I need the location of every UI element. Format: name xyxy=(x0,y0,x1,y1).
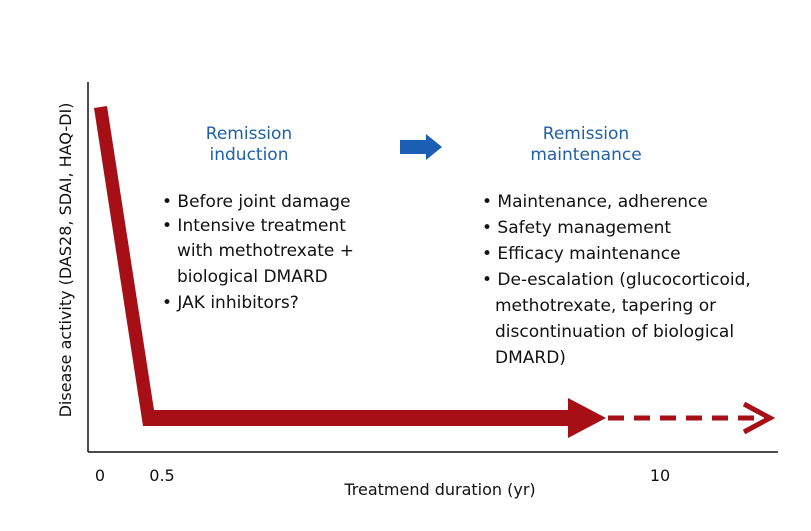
phase-left-title-line1: Remission xyxy=(206,124,292,144)
phase-right-bullet-continuation: discontinuation of biological xyxy=(495,322,734,342)
phase-left-bullet-continuation: biological DMARD xyxy=(177,267,328,287)
phase-right-bullet-continuation: DMARD) xyxy=(495,348,566,368)
treatment-course-arrow xyxy=(94,106,606,438)
phase-left-bullet: • Before joint damage xyxy=(162,192,351,212)
phase-right-title-line2: maintenance xyxy=(530,145,641,165)
phase-transition-arrow xyxy=(400,134,442,160)
phase-right-bullet: • Efficacy maintenance xyxy=(482,244,681,264)
phase-right-bullet: • Maintenance, adherence xyxy=(482,192,708,212)
phase-left-bullet-continuation: with methotrexate + xyxy=(177,241,354,261)
phase-right-title-line1: Remission xyxy=(543,124,629,144)
phase-left-bullet: • JAK inhibitors? xyxy=(162,293,299,313)
y-axis-label: Disease activity (DAS28, SDAI, HAQ-DI) xyxy=(56,103,75,418)
x-tick-10: 10 xyxy=(650,466,670,485)
continuation-arrowhead xyxy=(742,401,776,435)
phase-right-bullet: • De-escalation (glucocorticoid, xyxy=(482,270,751,290)
x-axis-label: Treatmend duration (yr) xyxy=(343,480,535,499)
phase-left-title-line2: induction xyxy=(210,145,289,165)
phase-right-bullet: • Safety management xyxy=(482,218,671,238)
x-tick-0: 0 xyxy=(95,466,105,485)
phase-right-bullet-continuation: methotrexate, tapering or xyxy=(495,296,716,316)
x-tick-0-5: 0.5 xyxy=(149,466,174,485)
phase-left-bullet: • Intensive treatment xyxy=(162,216,346,236)
